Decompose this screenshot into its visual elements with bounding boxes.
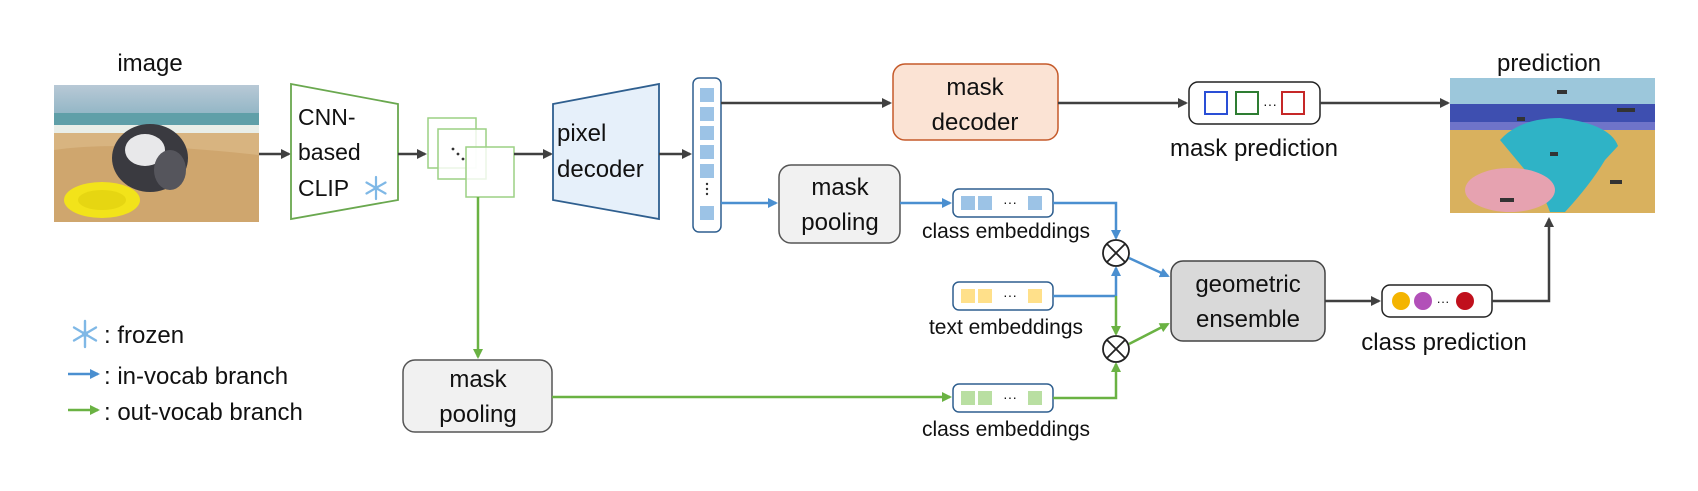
mask-decoder: mask decoder (892, 63, 1059, 141)
class-prediction-box: ··· (1381, 284, 1493, 318)
arrow-otimes-top-to-ensemble (1128, 256, 1170, 278)
snowflake-icon (365, 175, 387, 201)
class-embeddings-bottom-label: class embeddings (922, 418, 1090, 441)
mask-pooling-top-line2: pooling (801, 209, 878, 236)
snowflake-icon (72, 319, 98, 349)
class-embeddings-bottom: ··· (952, 383, 1054, 413)
pixel-feature-column (692, 77, 722, 233)
otimes-icon (1102, 335, 1130, 363)
mask-pooling-bottom-line2: pooling (439, 401, 516, 428)
input-image (54, 85, 259, 222)
mask-pooling-top: mask pooling (778, 164, 901, 244)
geometric-ensemble-line2: ensemble (1196, 306, 1300, 333)
legend-out-vocab-label: : out-vocab branch (104, 399, 303, 426)
pixel-decoder-line1: pixel (557, 120, 606, 147)
geometric-ensemble-line1: geometric (1195, 271, 1300, 298)
mask-decoder-line1: mask (946, 74, 1004, 101)
clip-encoder: CNN- based CLIP (290, 82, 399, 221)
geometric-ensemble: geometric ensemble (1170, 260, 1326, 342)
class-embeddings-bottom-ellipsis: ··· (1003, 389, 1017, 405)
arrow-class-embeddings-top-to-otimes (1053, 201, 1121, 240)
clip-label-line3: CLIP (298, 175, 349, 201)
legend-frozen-label: : frozen (104, 322, 184, 349)
text-embeddings-ellipsis: ··· (1003, 287, 1017, 303)
text-embeddings: ··· (952, 281, 1054, 311)
legend-in-vocab-label: : in-vocab branch (104, 363, 288, 390)
mask-decoder-line2: decoder (932, 109, 1019, 136)
pixel-decoder-line2: decoder (557, 156, 644, 183)
arrow-class-embeddings-bottom-to-otimes (1053, 362, 1121, 400)
class-embeddings-top-label: class embeddings (922, 220, 1090, 243)
legend: : frozen : in-vocab branch : out-vocab b… (68, 319, 303, 426)
clip-feature-maps (427, 117, 515, 198)
mask-prediction-label: mask prediction (1170, 135, 1338, 162)
prediction-image (1450, 78, 1655, 213)
image-title: image (117, 50, 182, 77)
mask-pooling-top-line1: mask (811, 174, 869, 201)
arrow-otimes-bottom-to-ensemble (1128, 322, 1170, 346)
mask-prediction-ellipsis: ··· (1263, 96, 1277, 112)
clip-label-line2: based (298, 139, 361, 165)
class-prediction-ellipsis: ··· (1437, 294, 1450, 309)
mask-prediction-box: ··· (1188, 81, 1321, 125)
prediction-title: prediction (1497, 50, 1601, 77)
clip-label-line1: CNN- (298, 104, 356, 130)
pixel-decoder: pixel decoder (552, 82, 660, 221)
class-embeddings-top: ··· (952, 188, 1054, 218)
mask-pooling-bottom-line1: mask (449, 366, 507, 393)
text-embeddings-label: text embeddings (929, 316, 1083, 339)
class-embeddings-top-ellipsis: ··· (1003, 194, 1017, 210)
otimes-icon (1102, 239, 1130, 267)
mask-pooling-bottom: mask pooling (402, 359, 553, 433)
arrow-class-prediction-to-output (1492, 217, 1554, 303)
class-prediction-label: class prediction (1361, 329, 1526, 356)
